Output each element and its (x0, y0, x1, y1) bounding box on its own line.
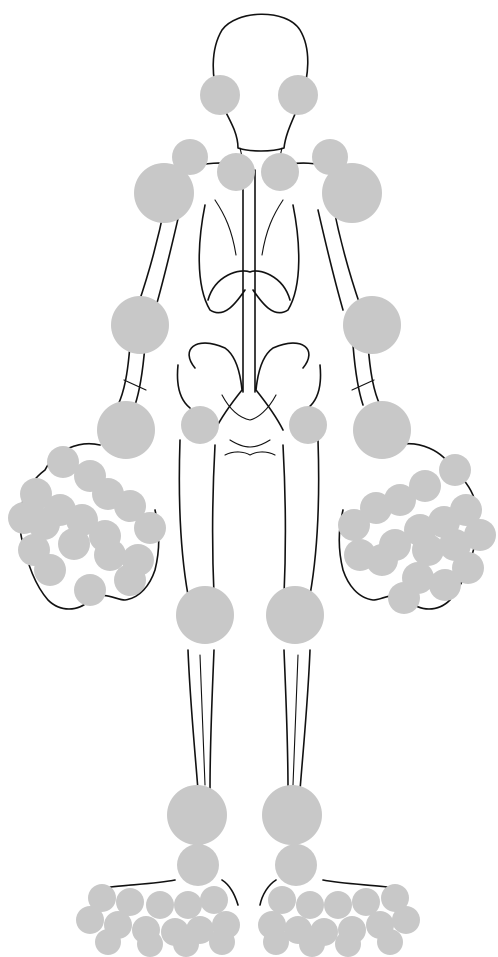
joint-ankle-left[interactable] (262, 785, 322, 845)
joint-dip-right[interactable] (74, 574, 106, 606)
joint-ip-toe-left[interactable] (335, 931, 361, 957)
joint-subtalar-right[interactable] (177, 844, 219, 886)
joint-mtp-left[interactable] (268, 886, 296, 914)
joint-ip-toe-right[interactable] (137, 931, 163, 957)
joint-dip-right[interactable] (114, 564, 146, 596)
joint-dip-left[interactable] (412, 534, 444, 566)
joint-mtp-right[interactable] (200, 886, 228, 914)
joint-ip-toe-left[interactable] (263, 929, 289, 955)
joint-knee-left[interactable] (266, 586, 324, 644)
joint-elbow-left[interactable] (343, 296, 401, 354)
joint-subtalar-left[interactable] (275, 844, 317, 886)
joint-ip-toe-left[interactable] (299, 931, 325, 957)
joint-dip-right[interactable] (58, 528, 90, 560)
joint-wrist-right[interactable] (97, 401, 155, 459)
joint-ip-thumb-left[interactable] (429, 569, 461, 601)
joint-temporomandibular-left[interactable] (278, 75, 318, 115)
skeleton-outline (20, 14, 478, 905)
joint-dip-left[interactable] (366, 544, 398, 576)
joint-elbow-right[interactable] (111, 296, 169, 354)
joint-ip-toe-right[interactable] (95, 929, 121, 955)
joint-knee-right[interactable] (176, 586, 234, 644)
joint-dip-right[interactable] (94, 539, 126, 571)
joint-ip-toe-right[interactable] (173, 931, 199, 957)
joint-hip-left[interactable] (289, 406, 327, 444)
joint-sternoclavicular-right[interactable] (217, 153, 255, 191)
joint-ip-toe-right[interactable] (76, 906, 104, 934)
joint-ankle-right[interactable] (167, 785, 227, 845)
joint-mcp-left[interactable] (338, 509, 370, 541)
joint-shoulder-left[interactable] (322, 163, 382, 223)
joints-layer (8, 75, 496, 957)
joint-ip-toe-left[interactable] (377, 929, 403, 955)
joint-mcp-right[interactable] (134, 512, 166, 544)
joint-mtp-right[interactable] (146, 891, 174, 919)
joint-ip-toe-left[interactable] (392, 906, 420, 934)
joint-mtp-right[interactable] (174, 891, 202, 919)
joint-dip-right[interactable] (34, 554, 66, 586)
joint-mcp-right[interactable] (47, 446, 79, 478)
joint-shoulder-right[interactable] (134, 163, 194, 223)
joint-ip-toe-right[interactable] (209, 929, 235, 955)
joint-mcp-left[interactable] (439, 454, 471, 486)
joint-wrist-left[interactable] (353, 401, 411, 459)
joint-sternoclavicular-left[interactable] (261, 153, 299, 191)
joint-mtp-left[interactable] (296, 891, 324, 919)
joint-dip-left[interactable] (388, 582, 420, 614)
joint-temporomandibular-right[interactable] (200, 75, 240, 115)
joint-hip-right[interactable] (181, 406, 219, 444)
joint-mtp-left[interactable] (324, 891, 352, 919)
